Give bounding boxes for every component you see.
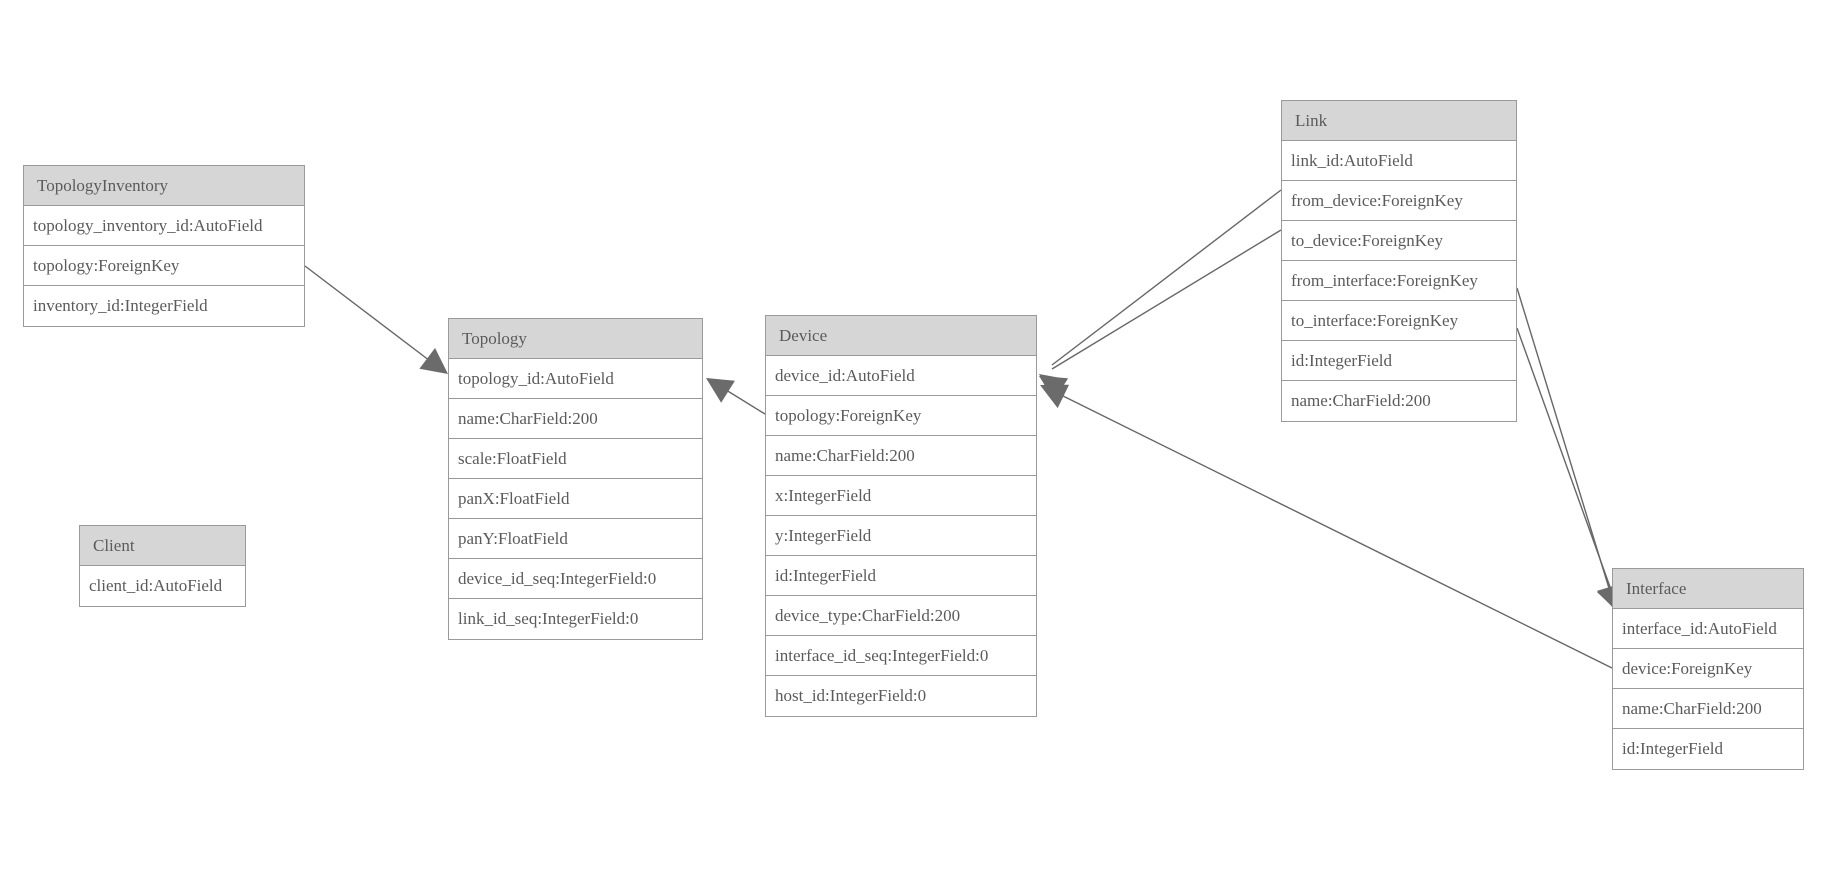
relation-line <box>717 384 766 415</box>
entity-field-row: topology_inventory_id:AutoField <box>24 206 304 246</box>
relation-arrowhead <box>1039 376 1068 401</box>
entity-field-row: id:IntegerField <box>1282 341 1516 381</box>
entity-field-row: to_device:ForeignKey <box>1282 221 1516 261</box>
entity-field-row: name:CharField:200 <box>1613 689 1803 729</box>
relation-line <box>304 265 439 368</box>
entity-field-row: x:IntegerField <box>766 476 1036 516</box>
entity-field-row: y:IntegerField <box>766 516 1036 556</box>
entity-field-row: link_id:AutoField <box>1282 141 1516 181</box>
entity-field-row: id:IntegerField <box>766 556 1036 596</box>
relation-line <box>1516 327 1615 599</box>
entity-field-row: panX:FloatField <box>449 479 702 519</box>
entity-header-topology: Topology <box>449 319 702 359</box>
entity-field-row: topology:ForeignKey <box>766 396 1036 436</box>
entity-field-row: device:ForeignKey <box>1613 649 1803 689</box>
entity-field-row: device_id:AutoField <box>766 356 1036 396</box>
entity-field-row: name:CharField:200 <box>766 436 1036 476</box>
entity-field-row: inventory_id:IntegerField <box>24 286 304 326</box>
entity-field-row: topology:ForeignKey <box>24 246 304 286</box>
entity-field-row: id:IntegerField <box>1613 729 1803 769</box>
entity-field-row: device_type:CharField:200 <box>766 596 1036 636</box>
relation-arrowhead <box>706 378 735 403</box>
entity-header-topology_inventory: TopologyInventory <box>24 166 304 206</box>
relation-line <box>1051 229 1282 370</box>
entity-field-row: device_id_seq:IntegerField:0 <box>449 559 702 599</box>
entity-header-link: Link <box>1282 101 1516 141</box>
entity-field-row: client_id:AutoField <box>80 566 245 606</box>
relation-device-topology <box>706 378 766 415</box>
entity-field-row: interface_id:AutoField <box>1613 609 1803 649</box>
entity-header-client: Client <box>80 526 245 566</box>
entity-header-interface: Interface <box>1613 569 1803 609</box>
entity-field-row: to_interface:ForeignKey <box>1282 301 1516 341</box>
relation-line <box>1051 189 1282 366</box>
entity-field-row: link_id_seq:IntegerField:0 <box>449 599 702 639</box>
entity-header-device: Device <box>766 316 1036 356</box>
entity-field-row: interface_id_seq:IntegerField:0 <box>766 636 1036 676</box>
entity-field-row: name:CharField:200 <box>1282 381 1516 421</box>
relation-link-to-device <box>1039 229 1282 401</box>
relation-link-from-interface <box>1516 287 1622 612</box>
relation-topologyinventory-topology <box>304 265 448 374</box>
entity-field-row: name:CharField:200 <box>449 399 702 439</box>
entity-field-row: panY:FloatField <box>449 519 702 559</box>
relation-line <box>1054 391 1613 669</box>
entity-field-row: scale:FloatField <box>449 439 702 479</box>
relation-line <box>1516 287 1613 599</box>
relation-arrowhead <box>1040 384 1070 409</box>
entity-field-row: topology_id:AutoField <box>449 359 702 399</box>
entity-field-row: host_id:IntegerField:0 <box>766 676 1036 716</box>
entity-field-row: from_device:ForeignKey <box>1282 181 1516 221</box>
relation-link-from-device <box>1039 189 1282 401</box>
entity-field-row: from_interface:ForeignKey <box>1282 261 1516 301</box>
